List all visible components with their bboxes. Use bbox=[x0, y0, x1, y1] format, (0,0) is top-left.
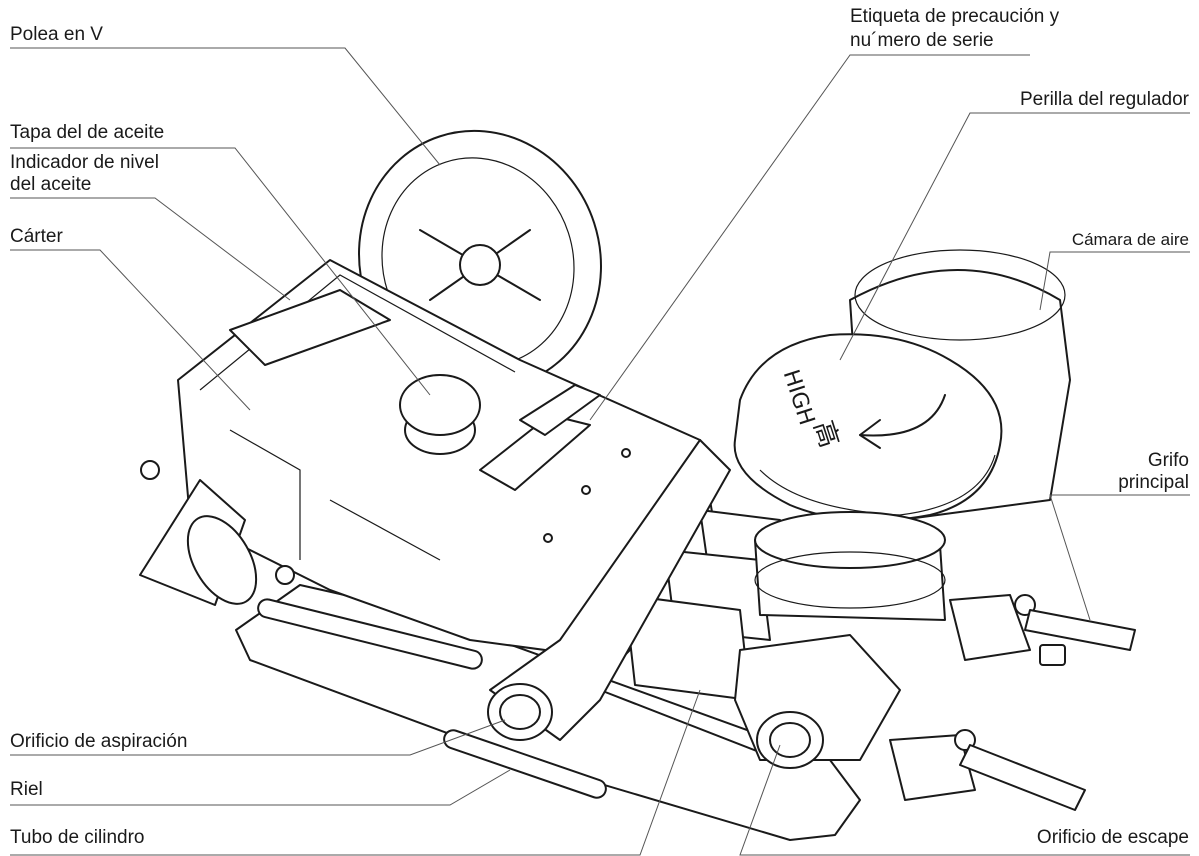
label-tubo-cilindro: Tubo de cilindro bbox=[10, 827, 145, 848]
label-indicador-nivel-1: Indicador de nivel bbox=[10, 152, 159, 173]
leader-lines bbox=[10, 47, 1190, 856]
label-polea-en-v: Polea en V bbox=[10, 24, 103, 45]
label-orificio-aspiracion: Orificio de aspiración bbox=[10, 731, 188, 752]
label-grifo-2: principal bbox=[1118, 472, 1189, 493]
label-orificio-escape: Orificio de escape bbox=[1036, 827, 1189, 848]
inlet-cone bbox=[139, 479, 258, 606]
oil-cap bbox=[399, 374, 481, 455]
crankcase bbox=[140, 259, 721, 661]
label-tapa-aceite: Tapa del de aceite bbox=[10, 122, 165, 143]
main-cocks bbox=[889, 594, 1136, 811]
label-camara-aire: Cámara de aire bbox=[1071, 230, 1189, 249]
manifold bbox=[487, 439, 731, 741]
outlet-port bbox=[756, 711, 824, 769]
label-etiqueta-1: Etiqueta de precaución y bbox=[850, 6, 1060, 27]
label-indicador-nivel-2: del aceite bbox=[10, 174, 92, 195]
regulator-knob bbox=[733, 333, 1003, 522]
label-carter: Cárter bbox=[10, 226, 63, 247]
label-perilla-regulador: Perilla del regulador bbox=[1020, 89, 1189, 110]
label-grifo-1: Grifo bbox=[1147, 450, 1189, 471]
label-etiqueta-2: nu´mero de serie bbox=[850, 30, 994, 51]
label-riel: Riel bbox=[10, 779, 43, 800]
